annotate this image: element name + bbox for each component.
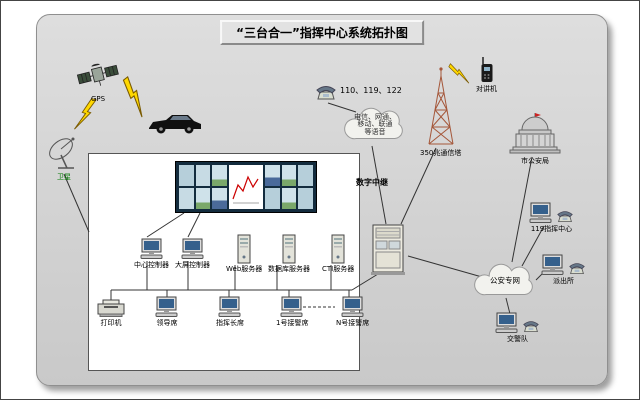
center-controller-node: 中心控制器 — [134, 238, 169, 269]
digital-trunk-node: 数字中继 — [356, 178, 388, 187]
workstation-icon — [541, 254, 564, 275]
workstation-icon — [181, 238, 203, 259]
radio-tower-icon — [428, 67, 454, 145]
seat-1-node: 1号接警席 — [276, 296, 308, 327]
telecom-cloud-line1: 电信、网通、 — [354, 112, 396, 121]
walkie-talkie-node: 对讲机 — [476, 56, 497, 93]
police-station-node: 派出所 — [540, 254, 587, 285]
telephone-icon — [569, 263, 585, 274]
seat-n-node: N号接警席 — [336, 296, 369, 327]
cloud-icon — [474, 263, 533, 296]
commander-seat-label: 指挥长席 — [216, 319, 244, 327]
traffic-police-label: 交警队 — [507, 335, 528, 343]
traffic-police-node: 交警队 — [494, 312, 541, 343]
cti-server-node: CTI服务器 — [322, 234, 354, 273]
gps-satellite-icon — [76, 63, 119, 86]
screen-controller-label: 大屏控制器 — [175, 261, 210, 269]
workstation-icon — [341, 296, 364, 317]
center-controller-label: 中心控制器 — [134, 261, 169, 269]
government-building-icon — [509, 113, 561, 154]
telecom-cloud-line2: 移动、联通 — [357, 120, 393, 129]
workstation-icon — [140, 238, 162, 259]
web-server-label: Web服务器 — [226, 265, 263, 273]
telephone-icon — [523, 321, 539, 332]
satellite-dish-node: 卫星 — [46, 136, 82, 181]
cti-server-label: CTI服务器 — [322, 265, 355, 273]
leader-seat-node: 领导席 — [154, 296, 180, 327]
wall-main-screen — [229, 165, 263, 209]
fire-command-center-label: 119指挥中心 — [530, 225, 573, 233]
car-icon — [149, 115, 201, 134]
telecom-cloud-node: 电信、网通、 移动、联通 等语音 — [342, 101, 408, 147]
database-server-label: 数据库服务器 — [268, 265, 310, 273]
workstation-icon — [280, 296, 303, 317]
printer-node: 打印机 — [96, 298, 126, 327]
police-net-label: 公安专网 — [490, 276, 520, 286]
printer-label: 打印机 — [100, 319, 122, 327]
diagram-title: “三台合一”指挥中心系统拓扑图 — [220, 20, 424, 45]
gps-label: GPS — [90, 95, 106, 103]
police-net-cloud-node: 公安专网 — [472, 260, 538, 300]
telephone-icon — [557, 211, 573, 222]
satellite-label: 卫星 — [57, 173, 71, 181]
city-police-bureau-label: 市公安局 — [521, 157, 549, 165]
seat-n-label: N号接警席 — [336, 319, 370, 327]
cloud-icon — [344, 107, 403, 140]
telephone-icon — [316, 86, 336, 100]
walkie-talkie-icon — [481, 57, 492, 82]
telecom-cloud-line3: 等语音 — [364, 127, 386, 136]
commander-seat-node: 指挥长席 — [216, 296, 244, 327]
database-server-node: 数据库服务器 — [268, 234, 310, 273]
telecom-cloud-text: 电信、网通、 移动、联通 等语音 — [342, 101, 408, 147]
server-cabinet-icon — [371, 224, 405, 275]
server-tower-icon — [282, 234, 296, 264]
screen-controller-node: 大屏控制器 — [175, 238, 210, 269]
alarm-numbers-label: 110、119、122 — [340, 86, 402, 95]
workstation-icon — [218, 296, 241, 317]
satellite-dish-icon — [49, 137, 75, 169]
server-tower-icon — [331, 234, 345, 264]
city-police-bureau-node: 市公安局 — [506, 112, 564, 165]
digital-trunk-label: 数字中继 — [356, 178, 388, 187]
radio-tower-label: 350兆通信塔 — [420, 149, 462, 157]
workstation-icon — [495, 312, 518, 333]
server-tower-icon — [237, 234, 251, 264]
web-server-node: Web服务器 — [226, 234, 262, 273]
trunk-cabinet-node — [368, 224, 408, 276]
fire-command-center-node: 119指挥中心 — [528, 202, 575, 233]
radio-tower-node: 350兆通信塔 — [420, 66, 461, 157]
seat-1-label: 1号接警席 — [276, 319, 309, 327]
leader-seat-label: 领导席 — [156, 319, 178, 327]
patrol-car-node — [146, 110, 204, 138]
police-station-label: 派出所 — [553, 277, 574, 285]
workstation-icon — [529, 202, 552, 223]
gps-node: GPS — [76, 56, 120, 103]
alarm-phone-node: 110、119、122 — [314, 82, 402, 102]
walkie-talkie-label: 对讲机 — [476, 85, 497, 93]
printer-icon — [97, 299, 125, 317]
workstation-icon — [155, 296, 178, 317]
wall-chart-icon — [232, 175, 259, 204]
video-wall — [175, 161, 317, 213]
